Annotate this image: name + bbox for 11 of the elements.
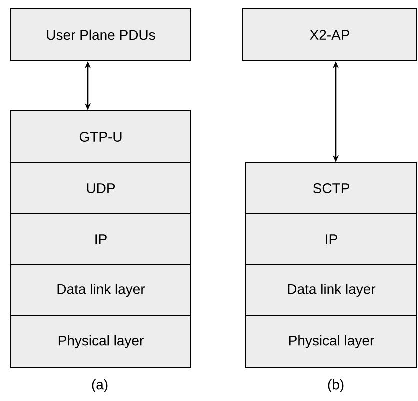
protocol-box: User Plane PDUs xyxy=(10,8,192,62)
layer-box: Physical layer xyxy=(10,316,192,368)
layer-box: UDP xyxy=(10,162,192,214)
layer-box: Physical layer xyxy=(246,316,418,368)
layer-box: IP xyxy=(246,214,418,266)
layer-box: SCTP xyxy=(246,162,418,214)
layer-box: Data link layer xyxy=(10,264,192,316)
protocol-box: X2-AP xyxy=(242,8,418,62)
layer-box: GTP-U xyxy=(10,110,192,164)
layer-box: Data link layer xyxy=(246,264,418,316)
layer-box: IP xyxy=(10,214,192,266)
